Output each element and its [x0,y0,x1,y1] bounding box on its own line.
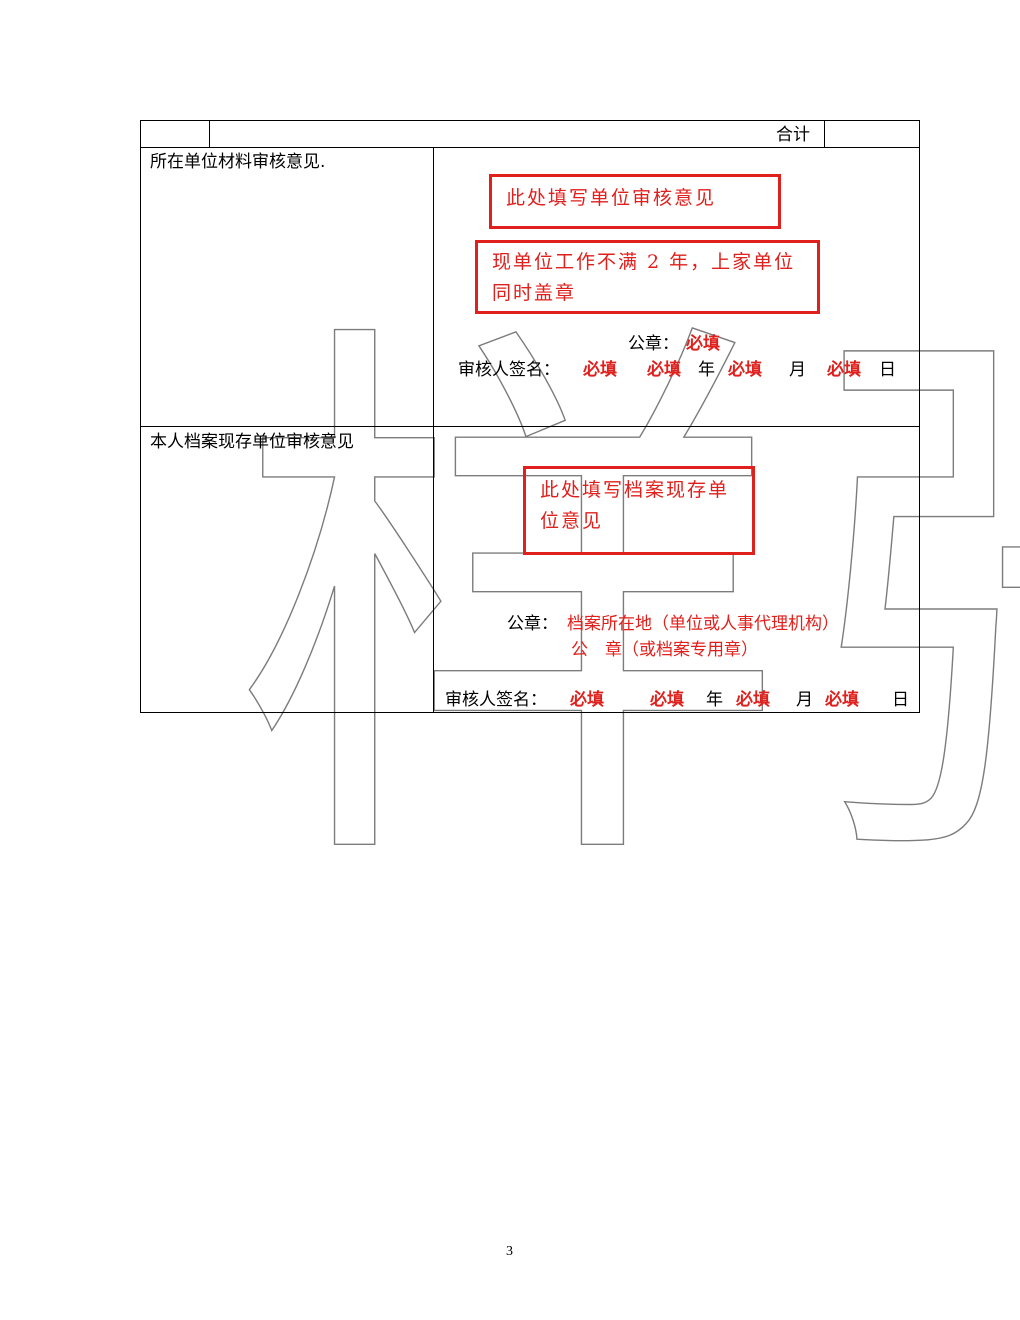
archive-review-label: 本人档案现存单位审核意见 [150,432,354,452]
total-label: 合计 [776,125,810,145]
unit-reviewer-required[interactable]: 必填 [583,360,617,380]
two-year-note-text: 现单位工作不满 2 年，上家单位同时盖章 [492,251,796,304]
unit-opinion-box[interactable]: 此处填写单位审核意见 [489,174,781,229]
archive-seal-label: 公章： [507,614,558,634]
archive-reviewer-required[interactable]: 必填 [570,690,604,710]
archive-opinion-box[interactable]: 此处填写档案现存单位意见 [523,466,755,555]
unit-year-unit: 年 [698,360,715,380]
archive-month-required[interactable]: 必填 [736,690,770,710]
watermark-text: 样张 [232,281,1020,933]
unit-seal-required[interactable]: 必填 [686,334,720,354]
unit-year-required[interactable]: 必填 [647,360,681,380]
unit-opinion-text: 此处填写单位审核意见 [506,187,717,209]
archive-day-unit: 日 [892,690,909,710]
archive-day-required[interactable]: 必填 [825,690,859,710]
unit-review-label: 所在单位材料审核意见. [150,152,326,172]
unit-month-required[interactable]: 必填 [728,360,762,380]
archive-reviewer-label: 审核人签名： [445,690,547,710]
page-number: 3 [506,1244,513,1259]
archive-opinion-text: 此处填写档案现存单位意见 [540,479,730,532]
unit-reviewer-label: 审核人签名： [458,360,560,380]
archive-month-unit: 月 [796,690,813,710]
archive-seal-line2: 公 章（或档案专用章） [571,640,758,660]
unit-day-unit: 日 [879,360,896,380]
unit-day-required[interactable]: 必填 [827,360,861,380]
unit-month-unit: 月 [789,360,806,380]
archive-year-required[interactable]: 必填 [650,690,684,710]
archive-year-unit: 年 [706,690,723,710]
archive-seal-line1: 档案所在地（单位或人事代理机构） [567,614,839,634]
two-year-note-box: 现单位工作不满 2 年，上家单位同时盖章 [475,240,820,314]
unit-seal-label: 公章： [628,334,679,354]
